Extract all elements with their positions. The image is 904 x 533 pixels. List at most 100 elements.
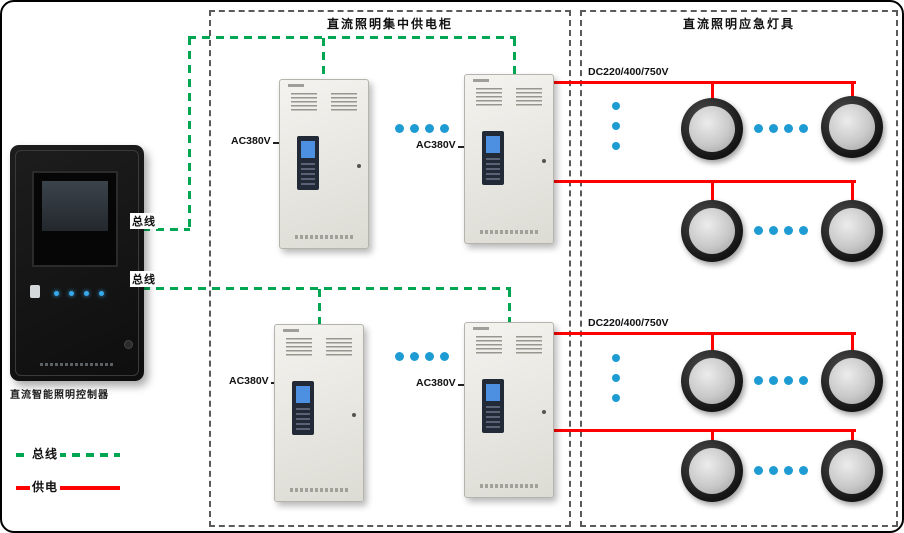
dot bbox=[440, 124, 449, 133]
dot bbox=[612, 142, 620, 150]
cabinet-lock bbox=[357, 164, 361, 168]
dot bbox=[440, 352, 449, 361]
cabinet-lock bbox=[542, 159, 546, 163]
power-line-segment bbox=[554, 180, 856, 183]
cabinet-keypad bbox=[296, 408, 310, 430]
cabinet-screen bbox=[296, 386, 310, 403]
dot bbox=[799, 124, 808, 133]
power-line-segment bbox=[851, 432, 854, 442]
downlight-lamp bbox=[821, 440, 883, 502]
cabinet-control-panel bbox=[482, 379, 504, 433]
power-cabinet-3 bbox=[274, 324, 364, 502]
dot bbox=[769, 466, 778, 475]
controller-screen-display bbox=[42, 181, 108, 231]
power-line-segment bbox=[554, 332, 856, 335]
cabinet-lock bbox=[542, 410, 546, 414]
controller-nameplate bbox=[40, 363, 114, 366]
led-indicator bbox=[54, 291, 59, 296]
cabinet-keypad bbox=[486, 406, 500, 428]
continuation-dots bbox=[754, 226, 808, 235]
power-supply-group-title: 直流照明集中供电柜 bbox=[326, 17, 453, 31]
lamp-group-title: 直流照明应急灯具 bbox=[682, 17, 795, 31]
downlight-lamp bbox=[681, 350, 743, 412]
ac-input-line bbox=[454, 146, 464, 148]
power-cabinet-2 bbox=[464, 74, 554, 244]
dot bbox=[799, 226, 808, 235]
downlight-lamp bbox=[681, 440, 743, 502]
cabinet-brand-mark bbox=[473, 327, 489, 330]
power-line-segment bbox=[554, 81, 856, 84]
ac-voltage-label-4: AC380V bbox=[414, 377, 458, 389]
dot bbox=[784, 226, 793, 235]
bus-label-top: 总线 bbox=[130, 213, 158, 229]
dot bbox=[612, 374, 620, 382]
dot bbox=[395, 352, 404, 361]
dot bbox=[612, 102, 620, 110]
continuation-dots bbox=[754, 124, 808, 133]
dot bbox=[612, 354, 620, 362]
bus-line-segment bbox=[142, 228, 190, 231]
continuation-dots-vertical bbox=[612, 354, 620, 402]
dot bbox=[784, 466, 793, 475]
led-indicator bbox=[69, 291, 74, 296]
dot bbox=[612, 122, 620, 130]
bus-line-segment bbox=[188, 37, 191, 230]
cabinet-nameplate bbox=[480, 230, 538, 234]
bus-line-segment bbox=[188, 36, 516, 39]
power-line-segment bbox=[851, 84, 854, 100]
cabinet-nameplate bbox=[290, 488, 348, 492]
power-line-segment bbox=[711, 335, 714, 352]
vent-grille bbox=[291, 93, 317, 111]
legend-bus-line bbox=[16, 453, 120, 457]
downlight-lamp bbox=[681, 200, 743, 262]
bus-line-segment bbox=[322, 38, 325, 79]
bus-label-bottom: 总线 bbox=[130, 271, 158, 287]
cabinet-keypad bbox=[301, 163, 315, 185]
dot bbox=[784, 376, 793, 385]
bus-line-segment bbox=[318, 289, 321, 324]
controller-indicator-leds bbox=[54, 291, 104, 296]
controller-frame bbox=[15, 150, 139, 376]
dot bbox=[769, 124, 778, 133]
cabinet-control-panel bbox=[482, 131, 504, 185]
downlight-lamp bbox=[821, 200, 883, 262]
dot bbox=[612, 394, 620, 402]
power-cabinet-1 bbox=[279, 79, 369, 249]
lamp-group-box: 直流照明应急灯具 bbox=[580, 10, 898, 527]
dot bbox=[769, 226, 778, 235]
vent-grille bbox=[516, 336, 542, 354]
cabinet-screen bbox=[486, 384, 500, 401]
cabinet-screen bbox=[486, 136, 500, 153]
bus-line-segment bbox=[508, 289, 511, 322]
cabinet-keypad bbox=[486, 158, 500, 180]
dot bbox=[784, 124, 793, 133]
continuation-dots bbox=[395, 352, 449, 361]
vent-grille bbox=[476, 336, 502, 354]
cabinet-brand-mark bbox=[288, 84, 304, 87]
led-indicator bbox=[99, 291, 104, 296]
bus-line-segment bbox=[513, 38, 516, 75]
continuation-dots bbox=[395, 124, 449, 133]
cabinet-brand-mark bbox=[283, 329, 299, 332]
power-supply-group-box: 直流照明集中供电柜 bbox=[209, 10, 571, 527]
continuation-dots bbox=[754, 376, 808, 385]
legend-power-label: 供电 bbox=[30, 478, 61, 495]
vent-grille bbox=[326, 338, 352, 356]
power-line-segment bbox=[851, 335, 854, 352]
continuation-dots bbox=[754, 466, 808, 475]
dot bbox=[410, 352, 419, 361]
dot bbox=[754, 376, 763, 385]
power-line-segment bbox=[711, 183, 714, 202]
cabinet-control-panel bbox=[292, 381, 314, 435]
dot bbox=[799, 376, 808, 385]
dot bbox=[754, 124, 763, 133]
dot bbox=[425, 124, 434, 133]
dot bbox=[410, 124, 419, 133]
ac-voltage-label-2: AC380V bbox=[414, 139, 458, 151]
vent-grille bbox=[476, 88, 502, 106]
dot bbox=[395, 124, 404, 133]
vent-grille bbox=[286, 338, 312, 356]
dot bbox=[769, 376, 778, 385]
dc-voltage-label-top: DC220/400/750V bbox=[586, 66, 671, 78]
power-line-segment bbox=[851, 183, 854, 202]
